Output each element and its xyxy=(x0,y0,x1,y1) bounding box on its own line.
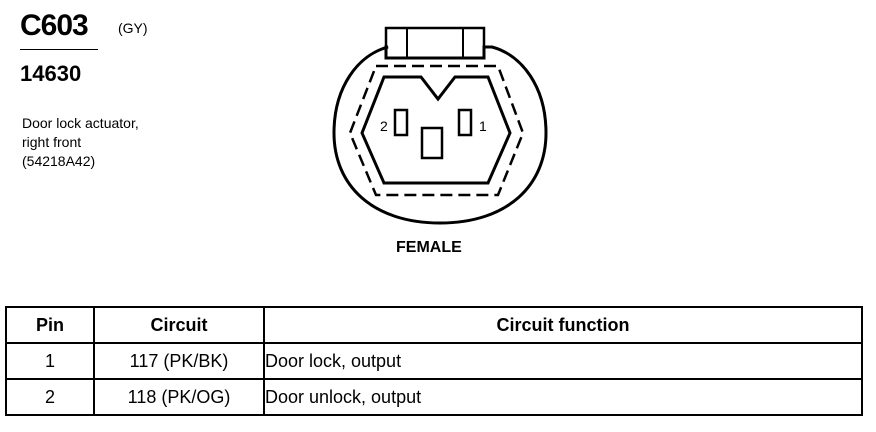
locking-tab xyxy=(384,26,486,60)
table-row: 1 117 (PK/BK) Door lock, output xyxy=(5,342,863,380)
description-line: (54218A42) xyxy=(22,153,96,169)
center-cavity xyxy=(420,126,444,160)
divider xyxy=(20,49,98,50)
description-line: Door lock actuator, xyxy=(22,115,139,131)
circuit-cell: 117 (PK/BK) xyxy=(93,342,265,380)
column-header-circuit-function: Circuit function xyxy=(263,306,863,344)
column-header-circuit: Circuit xyxy=(93,306,265,344)
column-header-pin: Pin xyxy=(5,306,95,344)
circuit-function-cell: Door unlock, output xyxy=(263,378,863,416)
table-row: 2 118 (PK/OG) Door unlock, output xyxy=(5,378,863,416)
connector-color-code: (GY) xyxy=(118,20,148,36)
terminal-pin-1 xyxy=(457,108,473,137)
connector-gender: FEMALE xyxy=(396,239,462,256)
pin-cell: 2 xyxy=(5,378,95,416)
connector-description: Door lock actuator, right front (54218A4… xyxy=(22,114,139,171)
terminal-pin-2 xyxy=(393,108,409,137)
description-line: right front xyxy=(22,134,82,150)
seal-outline xyxy=(348,64,525,197)
table-header-row: Pin Circuit Circuit function xyxy=(5,306,863,344)
circuit-function-cell: Door lock, output xyxy=(263,342,863,380)
pin-cell: 1 xyxy=(5,342,95,380)
part-number: 14630 xyxy=(20,61,82,86)
connector-id: C603 xyxy=(20,9,89,42)
circuit-cell: 118 (PK/OG) xyxy=(93,378,265,416)
pin-table: Pin Circuit Circuit function 1 117 (PK/B… xyxy=(5,306,863,416)
pin-label-2: 2 xyxy=(380,118,388,134)
pin-label-1: 1 xyxy=(479,118,487,134)
connector-face-diagram: 2 1 xyxy=(332,26,548,225)
